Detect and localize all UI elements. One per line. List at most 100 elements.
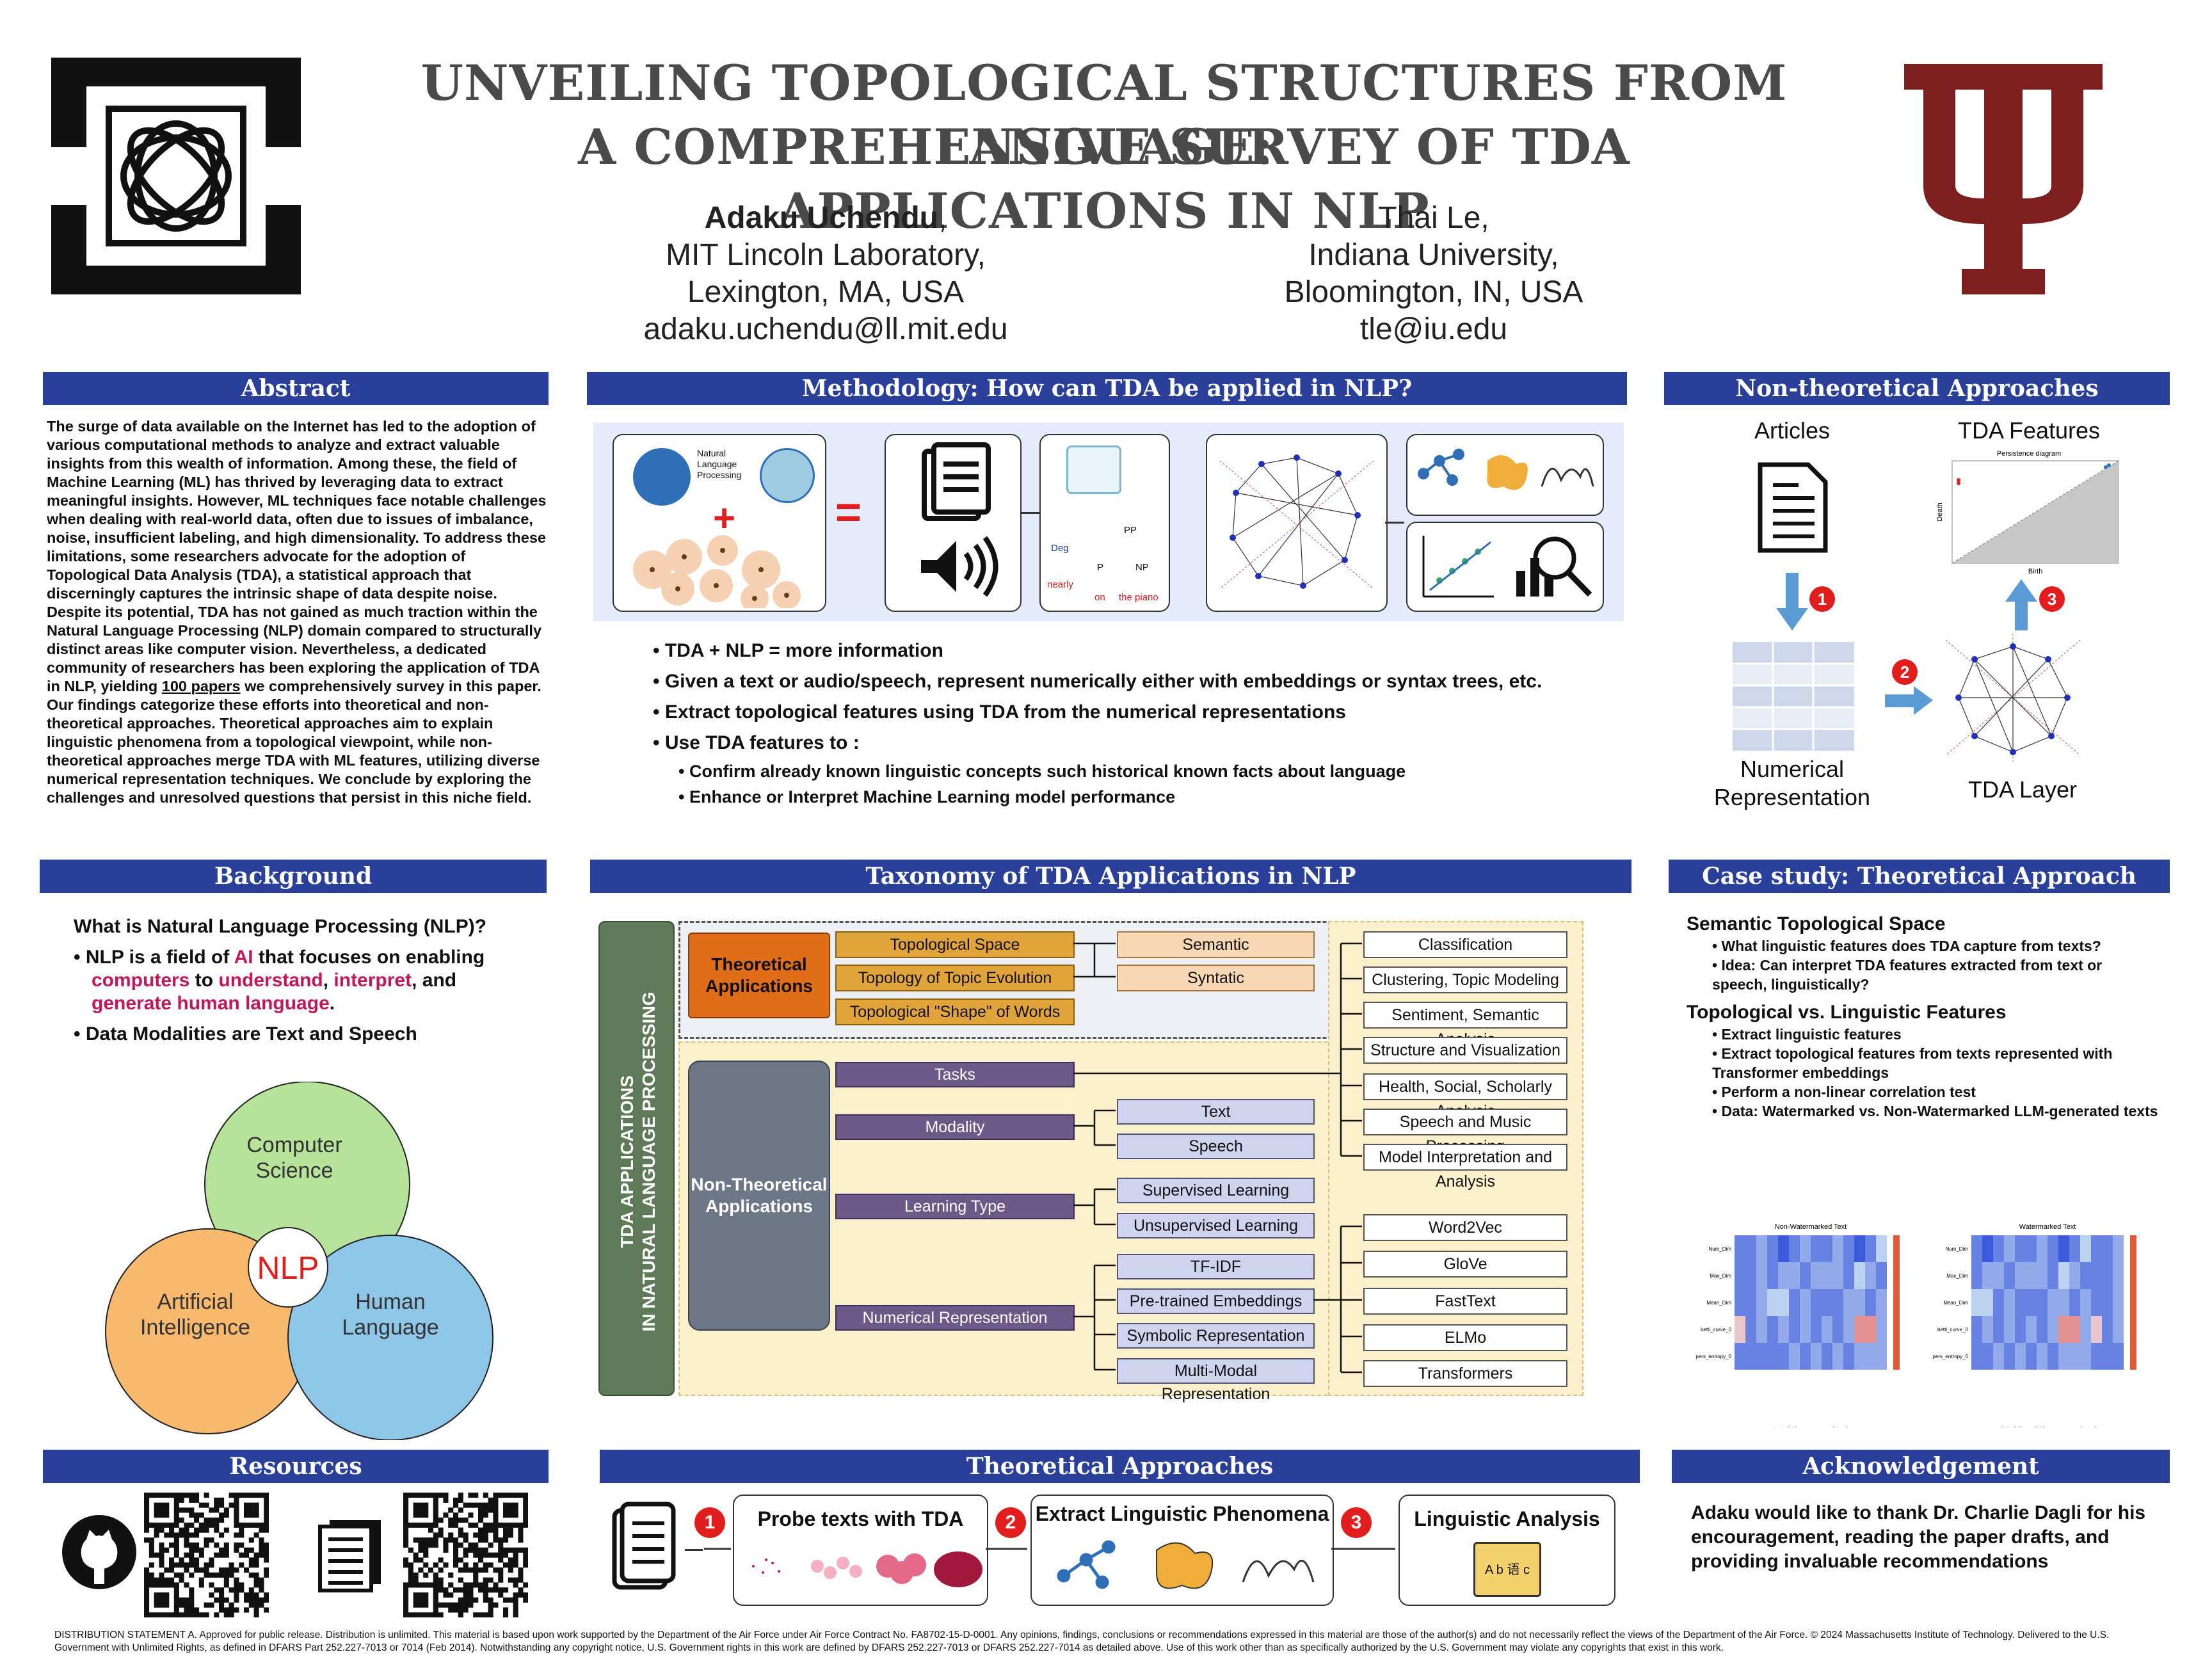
numrep-item: Pre-trained Embeddings [1117,1288,1315,1314]
heatmap-cell [1789,1289,1800,1316]
taxonomy-root: TDA APPLICATIONS IN NATURAL LANGUAGE PRO… [598,921,675,1396]
heatmap-cell [1735,1343,1745,1370]
tda-layer-label: TDA Layer [1968,776,2078,803]
heatmap-caption: (a) Watermarked [1772,1426,1849,1427]
paper-qr-code[interactable] [403,1493,528,1617]
paper-document-icon[interactable] [317,1517,387,1594]
heatmap-cell [1745,1262,1756,1289]
heatmap-cell [2080,1262,2091,1289]
case-heading: Semantic Topological Space [1687,913,1946,934]
heatmap-cell [2102,1262,2113,1289]
heatmap-cell [2004,1262,2015,1289]
heatmap-cell [1735,1235,1745,1262]
articles-label: Articles [1754,417,1831,444]
heatmap-cell [1811,1289,1822,1316]
heatmap-cell [1843,1262,1854,1289]
tda-network-box [1206,434,1388,612]
case-bullet: Extract topological features from texts … [1712,1044,2160,1082]
poster-title-line1: UNVEILING TOPOLOGICAL STRUCTURES FROM LA… [421,54,1788,175]
nt-item: Learning Type [835,1194,1075,1219]
heatmap-cell [2080,1289,2091,1316]
heatmap-cell [2080,1316,2091,1343]
heatmap-cell [1767,1316,1778,1343]
heatmap-cell [1876,1262,1887,1289]
heatmap-cell [1800,1262,1811,1289]
heatmap-cell [2102,1289,2113,1316]
heatmap-cell [1854,1316,1865,1343]
author-block-2: Thai Le, Indiana University, Bloomington… [1184,200,1683,348]
th-item: Topological Space [835,931,1075,958]
heatmap-cell [1756,1289,1767,1316]
heatmap-cell [1778,1289,1789,1316]
heatmap-cell [2026,1289,2037,1316]
heatmap-cell [2004,1316,2015,1343]
heatmap-cell [1745,1316,1756,1343]
network-graph-icon [1219,454,1374,589]
heatmap-row-label: Num_Dim [1945,1246,1968,1252]
venn-cs-1: Computer [246,1133,342,1157]
heatmap-cell [1876,1343,1887,1370]
heatmap-cell [2069,1316,2080,1343]
heatmap-cell [2037,1262,2048,1289]
numrep-item: Symbolic Representation [1117,1323,1315,1349]
background-content: What is Natural Language Processing (NLP… [74,915,534,1046]
head-icon [760,448,815,503]
heatmap-cell [1971,1343,1982,1370]
case-bullet: What linguistic features does TDA captur… [1712,936,2160,956]
heatmap-cell [1811,1343,1822,1370]
step-badge: 1 [1809,586,1835,612]
heatmap-cell [2058,1343,2069,1370]
heatmap-cell [1767,1289,1778,1316]
section-bar-acknowledgement: Acknowledgement [1672,1450,2170,1483]
author-email[interactable]: adaku.uchendu@ll.mit.edu [643,312,1008,346]
step-badge: 1 [694,1507,725,1538]
venn-hl-1: Human [355,1290,426,1314]
heatmap-cell [1745,1343,1756,1370]
section-bar-methodology: Methodology: How can TDA be applied in N… [587,372,1627,405]
github-icon[interactable] [61,1514,138,1591]
heatmap-cell [1832,1289,1843,1316]
heatmap-cell [1832,1343,1843,1370]
method-bullet: Given a text or audio/speech, represent … [653,666,1613,697]
heatmap-cell [1832,1262,1843,1289]
heatmap-cell [1756,1316,1767,1343]
case-bullet: Idea: Can interpret TDA features extract… [1712,956,2160,994]
task-item: Clustering, Topic Modeling [1363,966,1567,993]
probe-label: Probe texts with TDA [757,1507,964,1530]
heatmap-cell [1745,1289,1756,1316]
right-arrow-icon [1885,686,1933,715]
taxonomy-diagram: TDA APPLICATIONS IN NATURAL LANGUAGE PRO… [598,920,1623,1403]
method-bullet: Extract topological features using TDA f… [653,697,1613,728]
method-bullet: Use TDA features to : [653,728,1613,758]
heatmap-cell [1778,1235,1789,1262]
embedding-icon [1066,445,1121,494]
heatmap-cell [1789,1343,1800,1370]
heatmap-cell [1778,1262,1789,1289]
heatmap-cell [1822,1235,1832,1262]
probe-box: Probe texts with TDA [733,1495,988,1606]
heatmap-cell [1811,1262,1822,1289]
tda-layer-graph-icon [1946,634,2080,762]
heatmap-cell [1854,1262,1865,1289]
section-bar-abstract: Abstract [43,372,549,405]
heatmap-cell [2069,1289,2080,1316]
heatmap-cell [2048,1316,2058,1343]
nt-item: Numerical Representation [835,1305,1075,1331]
data-modalities: • Data Modalities are Text and Speech [74,1023,417,1045]
heatmap-cell [2091,1316,2102,1343]
filtration-icon [752,1551,982,1587]
brain-icon [633,448,691,506]
heatmap-cell [1993,1235,2004,1262]
author-email[interactable]: tle@iu.edu [1359,312,1508,346]
author-affiliation: Indiana University, [1308,238,1559,272]
analysis-box: Linguistic Analysis A b 语 c [1399,1495,1615,1606]
step-badge: 2 [995,1507,1026,1538]
tree-node: the piano [1119,592,1158,603]
branch-arrow-icon [1385,522,1404,524]
pipeline-arrow [685,1549,703,1551]
heatmap-cell [2069,1262,2080,1289]
github-qr-code[interactable] [144,1493,269,1617]
task-item: Model Interpretation and Analysis [1363,1144,1567,1190]
heatmap-cell [1993,1289,2004,1316]
